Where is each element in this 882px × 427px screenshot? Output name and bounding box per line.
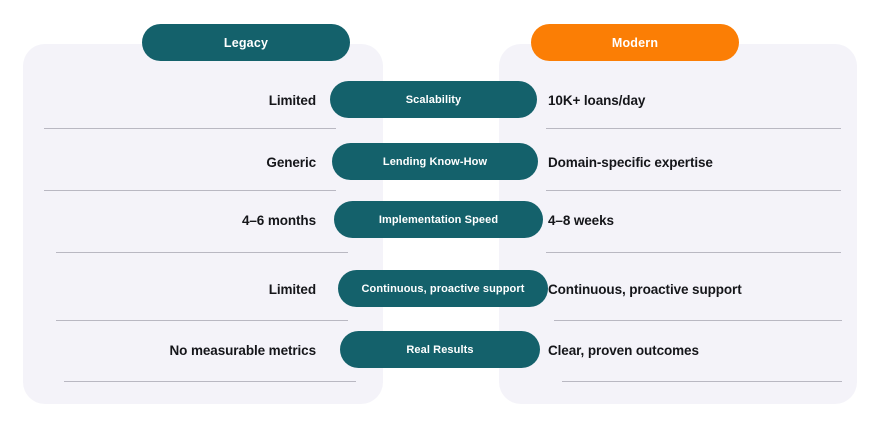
legacy-value: Limited <box>268 281 316 297</box>
row-divider <box>44 128 336 129</box>
feature-pill[interactable]: Implementation Speed <box>334 201 543 238</box>
legacy-value: Generic <box>266 154 316 170</box>
legacy-value: Limited <box>268 92 316 108</box>
modern-value: 10K+ loans/day <box>548 92 646 108</box>
row-divider <box>554 320 842 321</box>
row-divider <box>56 320 348 321</box>
feature-label: Continuous, proactive support <box>361 282 525 295</box>
row-divider <box>546 128 841 129</box>
feature-label: Real Results <box>406 343 474 356</box>
legacy-header-pill[interactable]: Legacy <box>142 24 350 61</box>
modern-header-pill[interactable]: Modern <box>531 24 739 61</box>
table-row: No measurable metrics Real Results Clear… <box>0 331 882 369</box>
modern-header-label: Modern <box>611 35 659 50</box>
feature-pill[interactable]: Real Results <box>340 331 540 368</box>
table-row: Generic Lending Know-How Domain-specific… <box>0 143 882 181</box>
modern-value: 4–8 weeks <box>548 212 614 228</box>
feature-pill[interactable]: Scalability <box>330 81 537 118</box>
table-row: Limited Continuous, proactive support Co… <box>0 270 882 308</box>
feature-pill[interactable]: Continuous, proactive support <box>338 270 548 307</box>
row-divider <box>546 252 841 253</box>
modern-value: Continuous, proactive support <box>548 281 742 297</box>
row-divider <box>64 381 356 382</box>
modern-panel <box>499 44 857 404</box>
feature-label: Implementation Speed <box>378 213 499 226</box>
legacy-value: 4–6 months <box>241 212 316 228</box>
modern-value: Clear, proven outcomes <box>548 342 699 358</box>
feature-pill[interactable]: Lending Know-How <box>332 143 538 180</box>
legacy-value: No measurable metrics <box>169 342 317 358</box>
feature-label: Scalability <box>405 93 462 106</box>
modern-value: Domain-specific expertise <box>548 154 713 170</box>
feature-label: Lending Know-How <box>382 155 488 168</box>
legacy-panel <box>23 44 383 404</box>
row-divider <box>562 381 842 382</box>
table-row: 4–6 months Implementation Speed 4–8 week… <box>0 201 882 239</box>
row-divider <box>56 252 348 253</box>
row-divider <box>546 190 841 191</box>
row-divider <box>44 190 336 191</box>
table-row: Limited Scalability 10K+ loans/day <box>0 81 882 119</box>
legacy-header-label: Legacy <box>223 35 269 50</box>
